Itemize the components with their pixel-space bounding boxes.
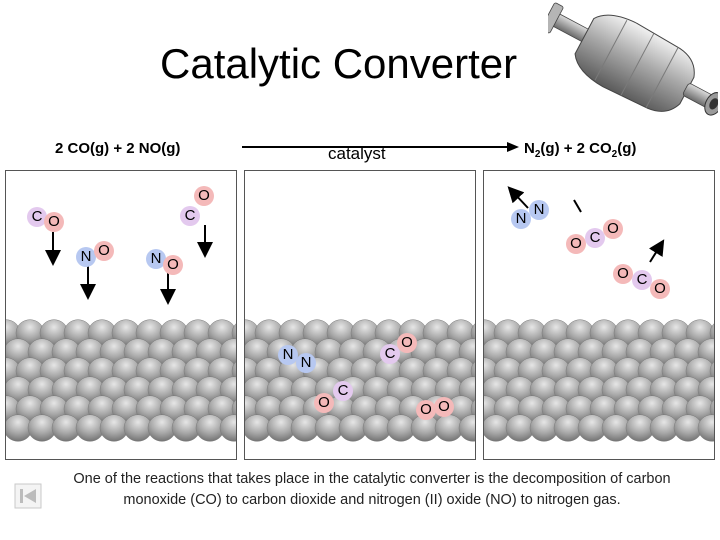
atom-oxygen: O [163, 255, 183, 275]
atom-nitrogen: N [76, 247, 96, 267]
caption-text: One of the reactions that takes place in… [52, 469, 692, 511]
atom-oxygen: O [416, 400, 436, 420]
atom-nitrogen: N [278, 345, 298, 365]
atom-carbon: C [632, 270, 652, 290]
reaction-arrowhead [507, 142, 519, 152]
reactants-text: 2 CO(g) + 2 NO(g) [55, 140, 180, 157]
atom-oxygen: O [566, 234, 586, 254]
atom-nitrogen: N [296, 353, 316, 373]
atom-nitrogen: N [529, 200, 549, 220]
atom-carbon: C [585, 228, 605, 248]
atom-oxygen: O [94, 241, 114, 261]
atom-nitrogen: N [511, 209, 531, 229]
atom-oxygen: O [314, 393, 334, 413]
atom-carbon: C [180, 206, 200, 226]
atom-carbon: C [333, 381, 353, 401]
page-title: Catalytic Converter [160, 40, 517, 88]
atom-oxygen: O [397, 333, 417, 353]
catalytic-converter-image [548, 2, 718, 122]
catalyst-label: catalyst [328, 144, 386, 164]
atom-oxygen: O [44, 212, 64, 232]
atom-oxygen: O [613, 264, 633, 284]
first-slide-icon[interactable] [14, 483, 42, 509]
products-text: N2(g) + 2 CO2(g) [524, 140, 636, 160]
atom-oxygen: O [650, 279, 670, 299]
atom-oxygen: O [194, 186, 214, 206]
atom-oxygen: O [603, 219, 623, 239]
atom-oxygen: O [434, 397, 454, 417]
